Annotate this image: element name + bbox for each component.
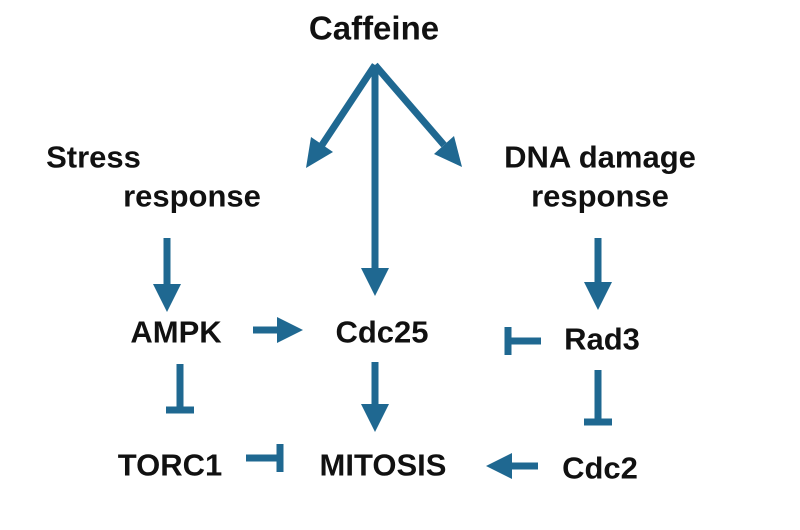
edge-rad3-inhibits-cdc25 [504, 327, 541, 355]
node-cdc25: Cdc25 [335, 314, 429, 350]
edge-rad3-inhibits-cdc2 [584, 370, 612, 426]
edge-torc1-inhibits-mitosis [246, 444, 284, 472]
edge-caffeine-to-dna-damage-response [372, 62, 462, 167]
edge-cdc25-to-mitosis [361, 362, 389, 432]
node-stress-response-line1: Stress [46, 139, 141, 175]
node-ampk: AMPK [130, 314, 222, 350]
edge-stress-response-to-ampk [153, 238, 181, 312]
node-rad3: Rad3 [564, 321, 640, 357]
node-cdc2: Cdc2 [562, 450, 638, 486]
edge-ampk-inhibits-torc1 [166, 364, 194, 414]
edge-cdc2-to-mitosis [486, 453, 538, 479]
node-torc1: TORC1 [117, 447, 223, 483]
node-stress-response-line2: response [123, 178, 261, 213]
edge-caffeine-to-stress-response [306, 63, 378, 168]
node-dna-damage-response: DNA damage response [504, 138, 696, 216]
edge-ampk-to-cdc25 [253, 317, 303, 343]
node-stress-response: Stress response [46, 138, 261, 216]
node-dna-damage-response-line1: DNA damage [504, 139, 696, 175]
node-mitosis: MITOSIS [319, 447, 447, 483]
node-caffeine: Caffeine [308, 9, 440, 47]
node-dna-damage-response-line2: response [531, 178, 669, 213]
edge-dna-damage-response-to-rad3 [584, 238, 612, 310]
edge-caffeine-to-cdc25 [361, 65, 389, 296]
